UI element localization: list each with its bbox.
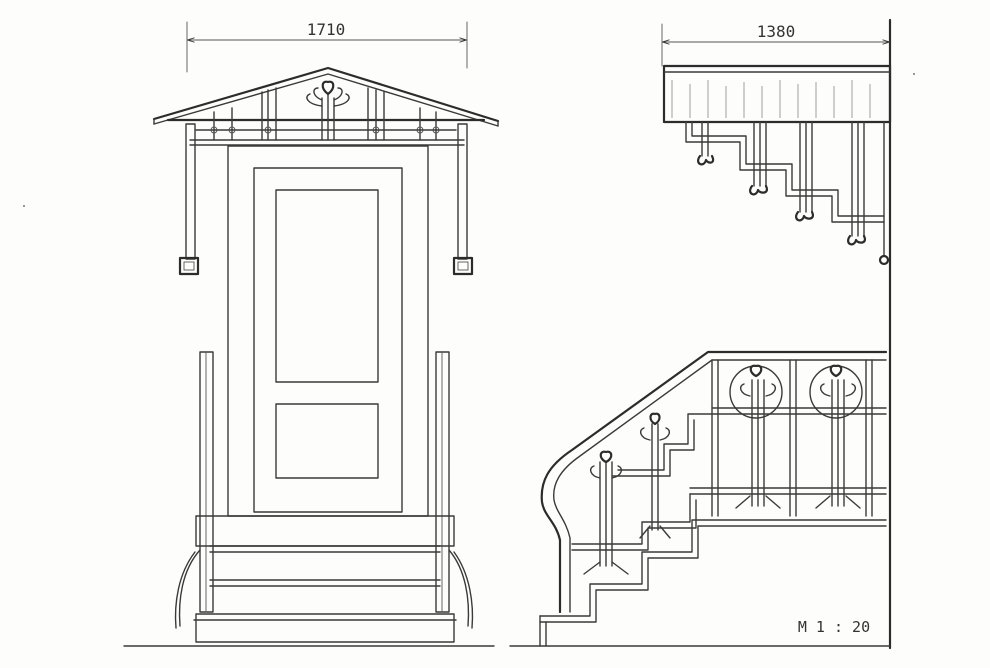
side-dimension-label: 1380 [757,22,796,41]
scale-label: M 1 : 20 [798,618,870,636]
side-dimension: 1380 [661,22,889,67]
canopy-posts [178,123,474,276]
front-dimension: 1710 [186,20,468,73]
side-view: 1380 [509,18,892,650]
paper-speck [913,73,915,75]
side-staircase [539,350,888,647]
gable-ornament [306,80,350,141]
side-canopy [662,64,892,266]
front-view: 1710 [123,20,500,647]
front-steps [193,515,457,643]
paper-speck [23,205,25,207]
door [227,145,429,517]
front-dimension-label: 1710 [307,20,346,39]
canopy-roof [152,66,500,146]
front-railing [174,351,474,629]
